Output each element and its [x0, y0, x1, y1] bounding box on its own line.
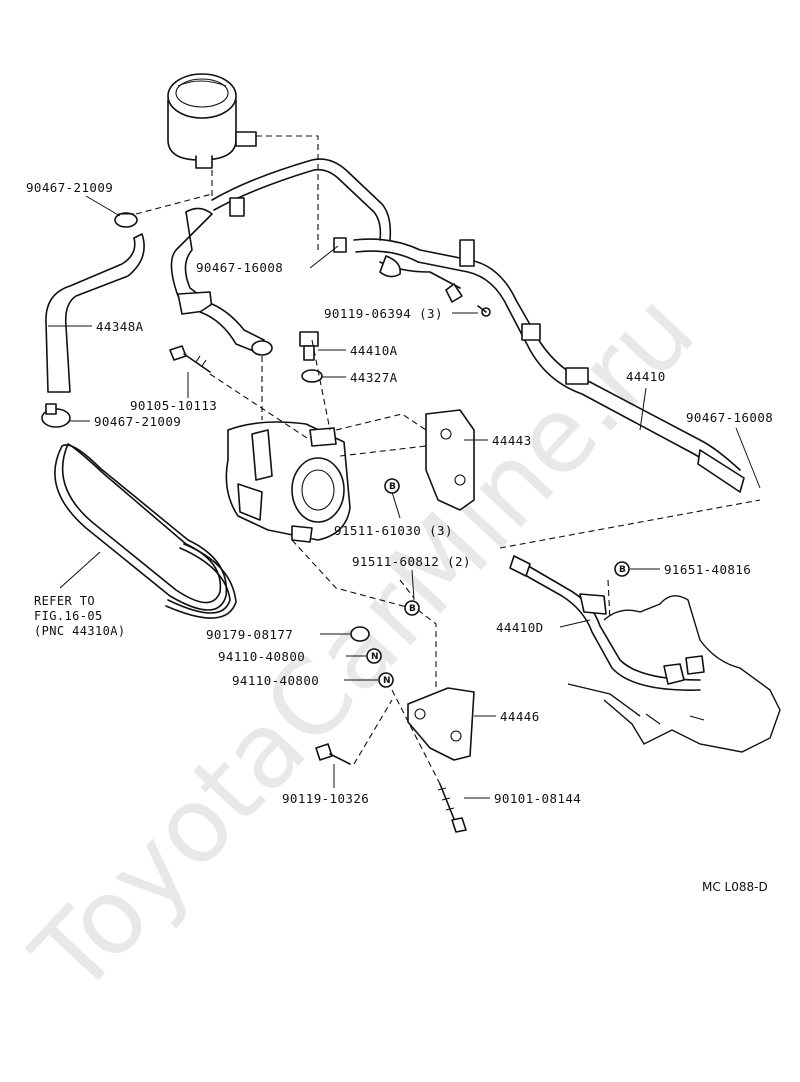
label-clamp-upper: 90467-21009 — [26, 180, 113, 195]
label-bolt-10326: 90119-10326 — [282, 791, 369, 806]
label-clamp-lower: 90467-21009 — [94, 414, 181, 429]
bolt-10113 — [169, 345, 211, 373]
label-nut-40800-a: 94110-40800 — [218, 649, 305, 664]
label-bolt-40816: 91651-40816 — [664, 562, 751, 577]
bracket-44443 — [425, 409, 475, 511]
clamp-lower — [41, 403, 71, 428]
label-bracket-44443: 44443 — [492, 433, 532, 448]
label-bolt-61030: 91511-61030 (3) — [334, 523, 453, 538]
bolt-marker-3: B — [619, 565, 626, 575]
label-stud-08144: 90101-08144 — [494, 791, 581, 806]
part-labels: 90467-21009 44348A 90467-16008 90119-063… — [26, 180, 773, 806]
bolt-06394 — [477, 305, 491, 317]
bolt-marker-1: B — [389, 482, 396, 492]
diagram-code: MC L088-D — [702, 880, 768, 894]
clip-left — [333, 237, 347, 253]
label-clip-left: 90467-16008 — [196, 260, 283, 275]
label-bolt-06394: 90119-06394 (3) — [324, 306, 443, 321]
steering-gear-housing — [567, 595, 781, 753]
bolt-marker-2: B — [409, 604, 416, 614]
power-steering-pump — [225, 421, 351, 543]
v-belt — [54, 443, 237, 619]
belt-note-line1: REFER TO — [34, 594, 95, 608]
nut-marker-1: N — [371, 652, 379, 662]
pressure-tube-44410D — [509, 555, 705, 691]
label-nut-40800-b: 94110-40800 — [232, 673, 319, 688]
dashed-connectors — [135, 135, 761, 785]
suction-hose — [170, 207, 273, 356]
union-bolt-44410A — [299, 331, 319, 361]
belt-note-line3: (PNC 44310A) — [34, 624, 126, 638]
return-hose-44348A — [45, 233, 145, 393]
pressure-tube-44410 — [211, 158, 745, 493]
label-bracket-44446: 44446 — [500, 709, 540, 724]
label-bolt-10113: 90105-10113 — [130, 398, 217, 413]
belt-note-line2: FIG.16-05 — [34, 609, 103, 623]
bolt-10326 — [315, 743, 351, 765]
label-union-bolt: 44410A — [350, 343, 398, 358]
nut-marker-2: N — [383, 676, 391, 686]
label-return-hose: 44348A — [96, 319, 144, 334]
label-nut-08177: 90179-08177 — [206, 627, 293, 642]
reservoir-tank — [167, 73, 257, 169]
label-bolt-60812: 91511-60812 (2) — [352, 554, 471, 569]
bracket-44446 — [407, 687, 475, 761]
label-clip-right: 90467-16008 — [686, 410, 773, 425]
gasket-44327A — [301, 369, 323, 383]
label-tube-44410D: 44410D — [496, 620, 544, 635]
stud-08144 — [437, 783, 467, 833]
nut-08177 — [350, 626, 370, 642]
leader-lines — [59, 195, 761, 799]
marker-symbols: B B B N N — [366, 478, 630, 688]
label-gasket: 44327A — [350, 370, 398, 385]
label-pressure-tube: 44410 — [626, 369, 666, 384]
belt-reference-note: REFER TO FIG.16-05 (PNC 44310A) — [34, 594, 126, 638]
clamp-upper — [114, 212, 138, 228]
